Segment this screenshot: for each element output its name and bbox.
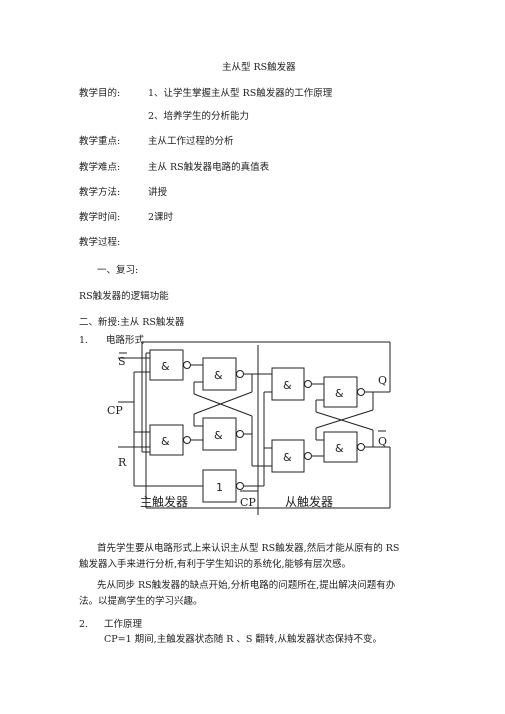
new-heading: 二、新授:主从 RS触发器 [79, 317, 185, 328]
gate-symbol-and: & [283, 379, 292, 392]
paragraph-1-line-2: 触发器入手来进行分析,有利于学生知识的系统化,能够有层次感。 [79, 559, 352, 570]
row-value-goal-2: 2、培养学生的分析能力 [148, 111, 250, 122]
row-label-process: 教学过程: [79, 237, 121, 248]
row-label-focus: 教学重点: [79, 136, 121, 147]
gate-symbol-and: & [161, 360, 170, 373]
row-value-method: 讲授 [148, 187, 168, 198]
subsection-2-number: 2. [79, 619, 89, 630]
master-flipflop-label: 主触发器 [140, 494, 188, 509]
gate-symbol-not: 1 [216, 481, 223, 494]
review-body: RS触发器的逻辑功能 [79, 291, 169, 302]
output-label-q: Q [378, 374, 387, 387]
slave-latch-gate-bottom [323, 431, 358, 463]
gate-symbol-and: & [335, 387, 344, 400]
gate-symbol-and: & [161, 435, 170, 448]
row-label-goal: 教学目的: [79, 88, 121, 99]
paragraph-1-line-1: 首先学生要从电路形式上来认识主从型 RS触发器,然后才能从原有的 RS [97, 543, 400, 554]
gate-symbol-and: & [335, 442, 344, 455]
cp-bar-label: CP [240, 496, 256, 509]
input-label-r: R [118, 456, 127, 469]
principle-text: CP=1 期间,主触发器状态随 R 、S 翻转,从触发器状态保持不变。 [104, 634, 382, 645]
row-value-difficulty: 主从 RS触发器电路的真值表 [148, 162, 270, 173]
master-latch-gate-bottom [202, 417, 237, 451]
row-value-focus: 主从工作过程的分析 [148, 136, 234, 147]
row-label-time: 教学时间: [79, 212, 121, 223]
subsection-1-title: 电路形式 [106, 335, 145, 346]
row-value-time: 2课时 [148, 212, 174, 223]
input-label-s: S [118, 355, 126, 368]
gate-symbol-and: & [214, 429, 223, 442]
slave-latch-gate-top [323, 376, 358, 408]
output-label-qbar: Q [378, 435, 387, 448]
cp-inverter-gate [202, 469, 237, 503]
review-heading: 一、复习: [97, 265, 139, 276]
slave-input-gate-top [271, 367, 305, 401]
paragraph-2-line-2: 法。以提高学生的学习兴趣。 [79, 596, 203, 607]
input-label-cp: CP [107, 404, 123, 417]
row-label-difficulty: 教学难点: [79, 162, 121, 173]
gate-symbol-and: & [214, 369, 223, 382]
page-title: 主从型 RS触发器 [222, 62, 296, 73]
row-value-goal-1: 1、让学生掌握主从型 RS触发器的工作原理 [148, 88, 333, 99]
master-input-gate-s [149, 349, 184, 381]
paragraph-2-line-1: 先从同步 RS触发器的缺点开始,分析电路的问题所在,提出解决问题有办 [97, 580, 396, 591]
gate-symbol-and: & [283, 451, 292, 464]
row-label-method: 教学方法: [79, 187, 121, 198]
subsection-1-number: 1. [79, 335, 89, 346]
slave-flipflop-label: 从触发器 [285, 494, 333, 509]
slave-input-gate-bottom [271, 439, 305, 473]
subsection-2-title: 工作原理 [104, 619, 143, 630]
